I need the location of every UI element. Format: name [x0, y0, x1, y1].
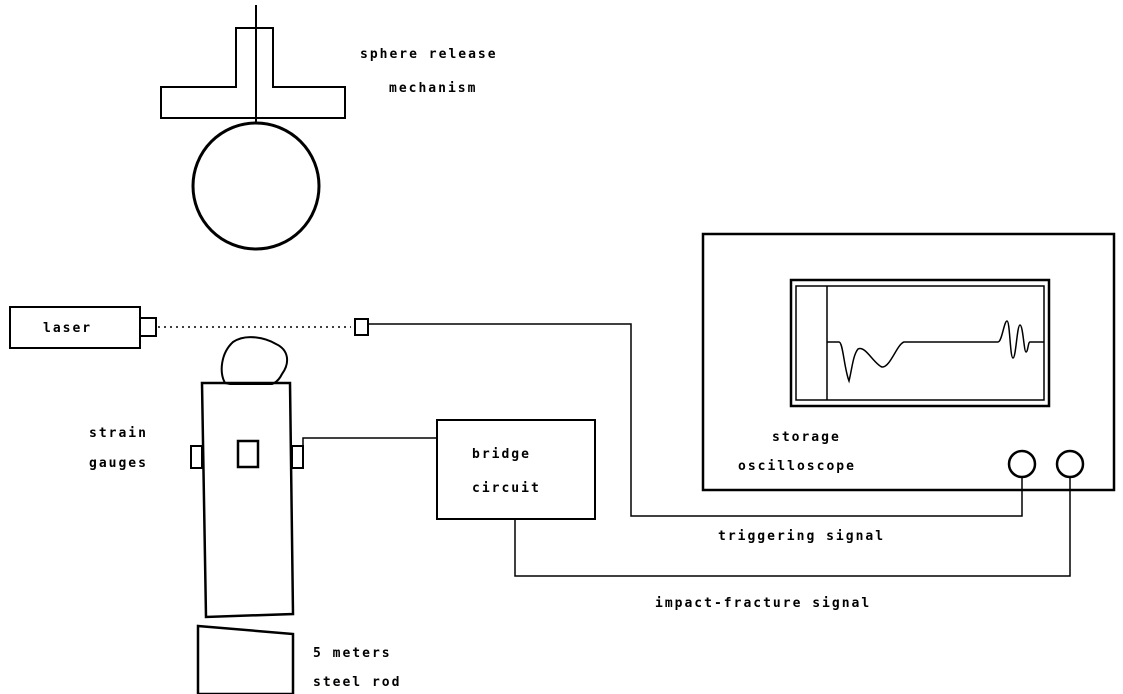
sphere-release-mechanism: [160, 5, 346, 251]
laser-label: laser: [43, 321, 92, 336]
sphere-release-label-line1: sphere release: [360, 47, 498, 62]
oscilloscope-input-knob-1: [1007, 449, 1037, 479]
oscilloscope-trace: [827, 320, 1044, 384]
bridge-circuit-box: [436, 419, 596, 520]
triggering-signal-label: triggering signal: [718, 529, 885, 544]
oscilloscope-case: [701, 232, 1116, 492]
laser-unit: [9, 306, 157, 349]
sphere: [191, 121, 321, 251]
photodetector: [354, 318, 369, 336]
strain-gauge-right: [291, 445, 304, 469]
strain-gauges-label-line1: strain: [89, 426, 148, 441]
wires: [302, 323, 1071, 577]
storage-oscilloscope-label-line1: storage: [772, 430, 841, 445]
triggering-signal-wire: [368, 323, 1023, 517]
strain-gauges-label-line2: gauges: [89, 456, 148, 471]
oscilloscope-screen-inner: [795, 285, 1045, 401]
impact-fracture-signal-wire: [514, 477, 1071, 577]
strain-gauge-left: [190, 445, 203, 469]
rock-fragment: [220, 336, 289, 385]
steel-rod-label-line1: 5 meters: [313, 646, 392, 661]
sphere-release-label-line2: mechanism: [389, 81, 477, 96]
steel-rod-label-line2: steel rod: [313, 675, 401, 690]
oscilloscope-screen-outer: [789, 278, 1051, 408]
steel-rod-segment: [196, 624, 295, 694]
oscilloscope-input-knob-2: [1055, 449, 1085, 479]
bridge-circuit-label-line1: bridge: [472, 447, 531, 462]
storage-oscilloscope-label-line2: oscilloscope: [738, 459, 856, 474]
specimen-rod: [200, 381, 295, 619]
laser-aperture: [139, 317, 157, 337]
bridge-circuit-label-line2: circuit: [472, 481, 541, 496]
impact-fracture-signal-label: impact-fracture signal: [655, 596, 871, 611]
strain-gauge-front: [236, 439, 260, 469]
release-mechanism-body: [160, 27, 346, 119]
strain-gauge-wire: [302, 437, 437, 446]
